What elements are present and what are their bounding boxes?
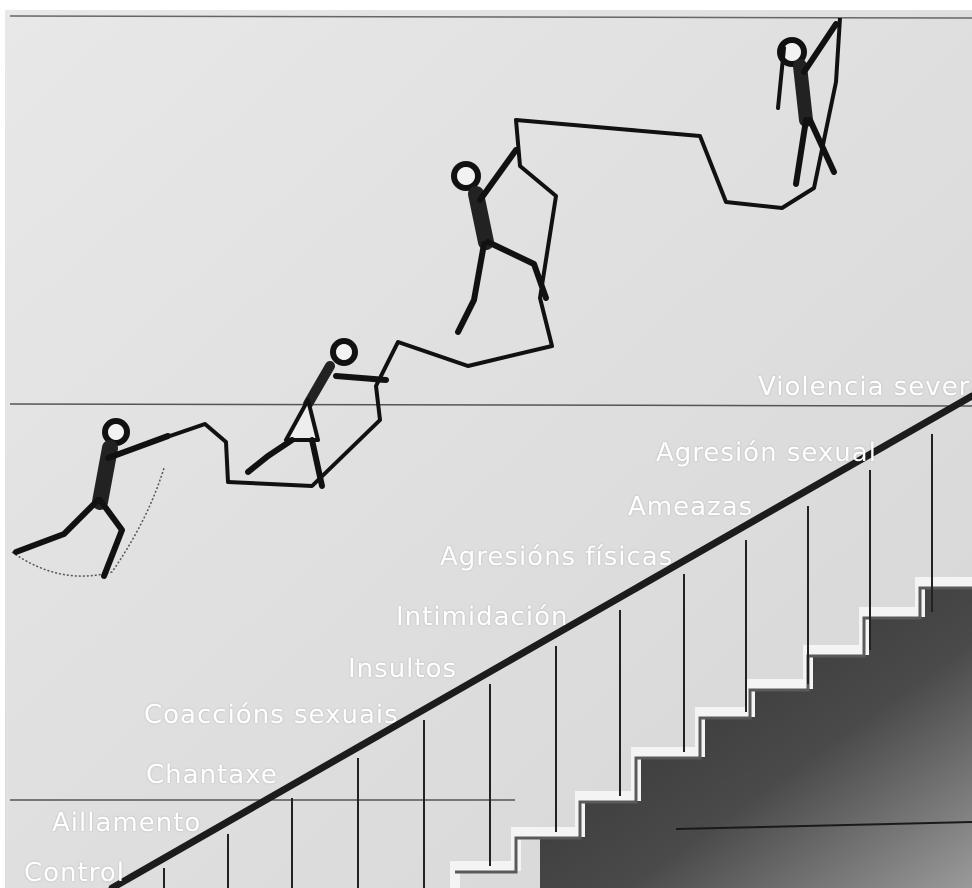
step-label-coaccions-sexuais: Coaccións sexuais <box>144 700 399 730</box>
step-label-agresion-sexual: Agresión sexual <box>656 438 877 468</box>
step-label-agresions-fisicas: Agresións físicas <box>440 542 673 572</box>
step-label-intimidacion: Intimidación <box>396 602 568 632</box>
step-label-chantaxe: Chantaxe <box>146 760 278 790</box>
step-label-violencia-severa: Violencia severa <box>758 372 972 402</box>
step-label-control: Control <box>24 858 125 888</box>
step-label-insultos: Insultos <box>348 654 457 684</box>
step-label-ameazas: Ameazas <box>628 492 753 522</box>
step-label-aillamento: Aillamento <box>52 808 201 838</box>
